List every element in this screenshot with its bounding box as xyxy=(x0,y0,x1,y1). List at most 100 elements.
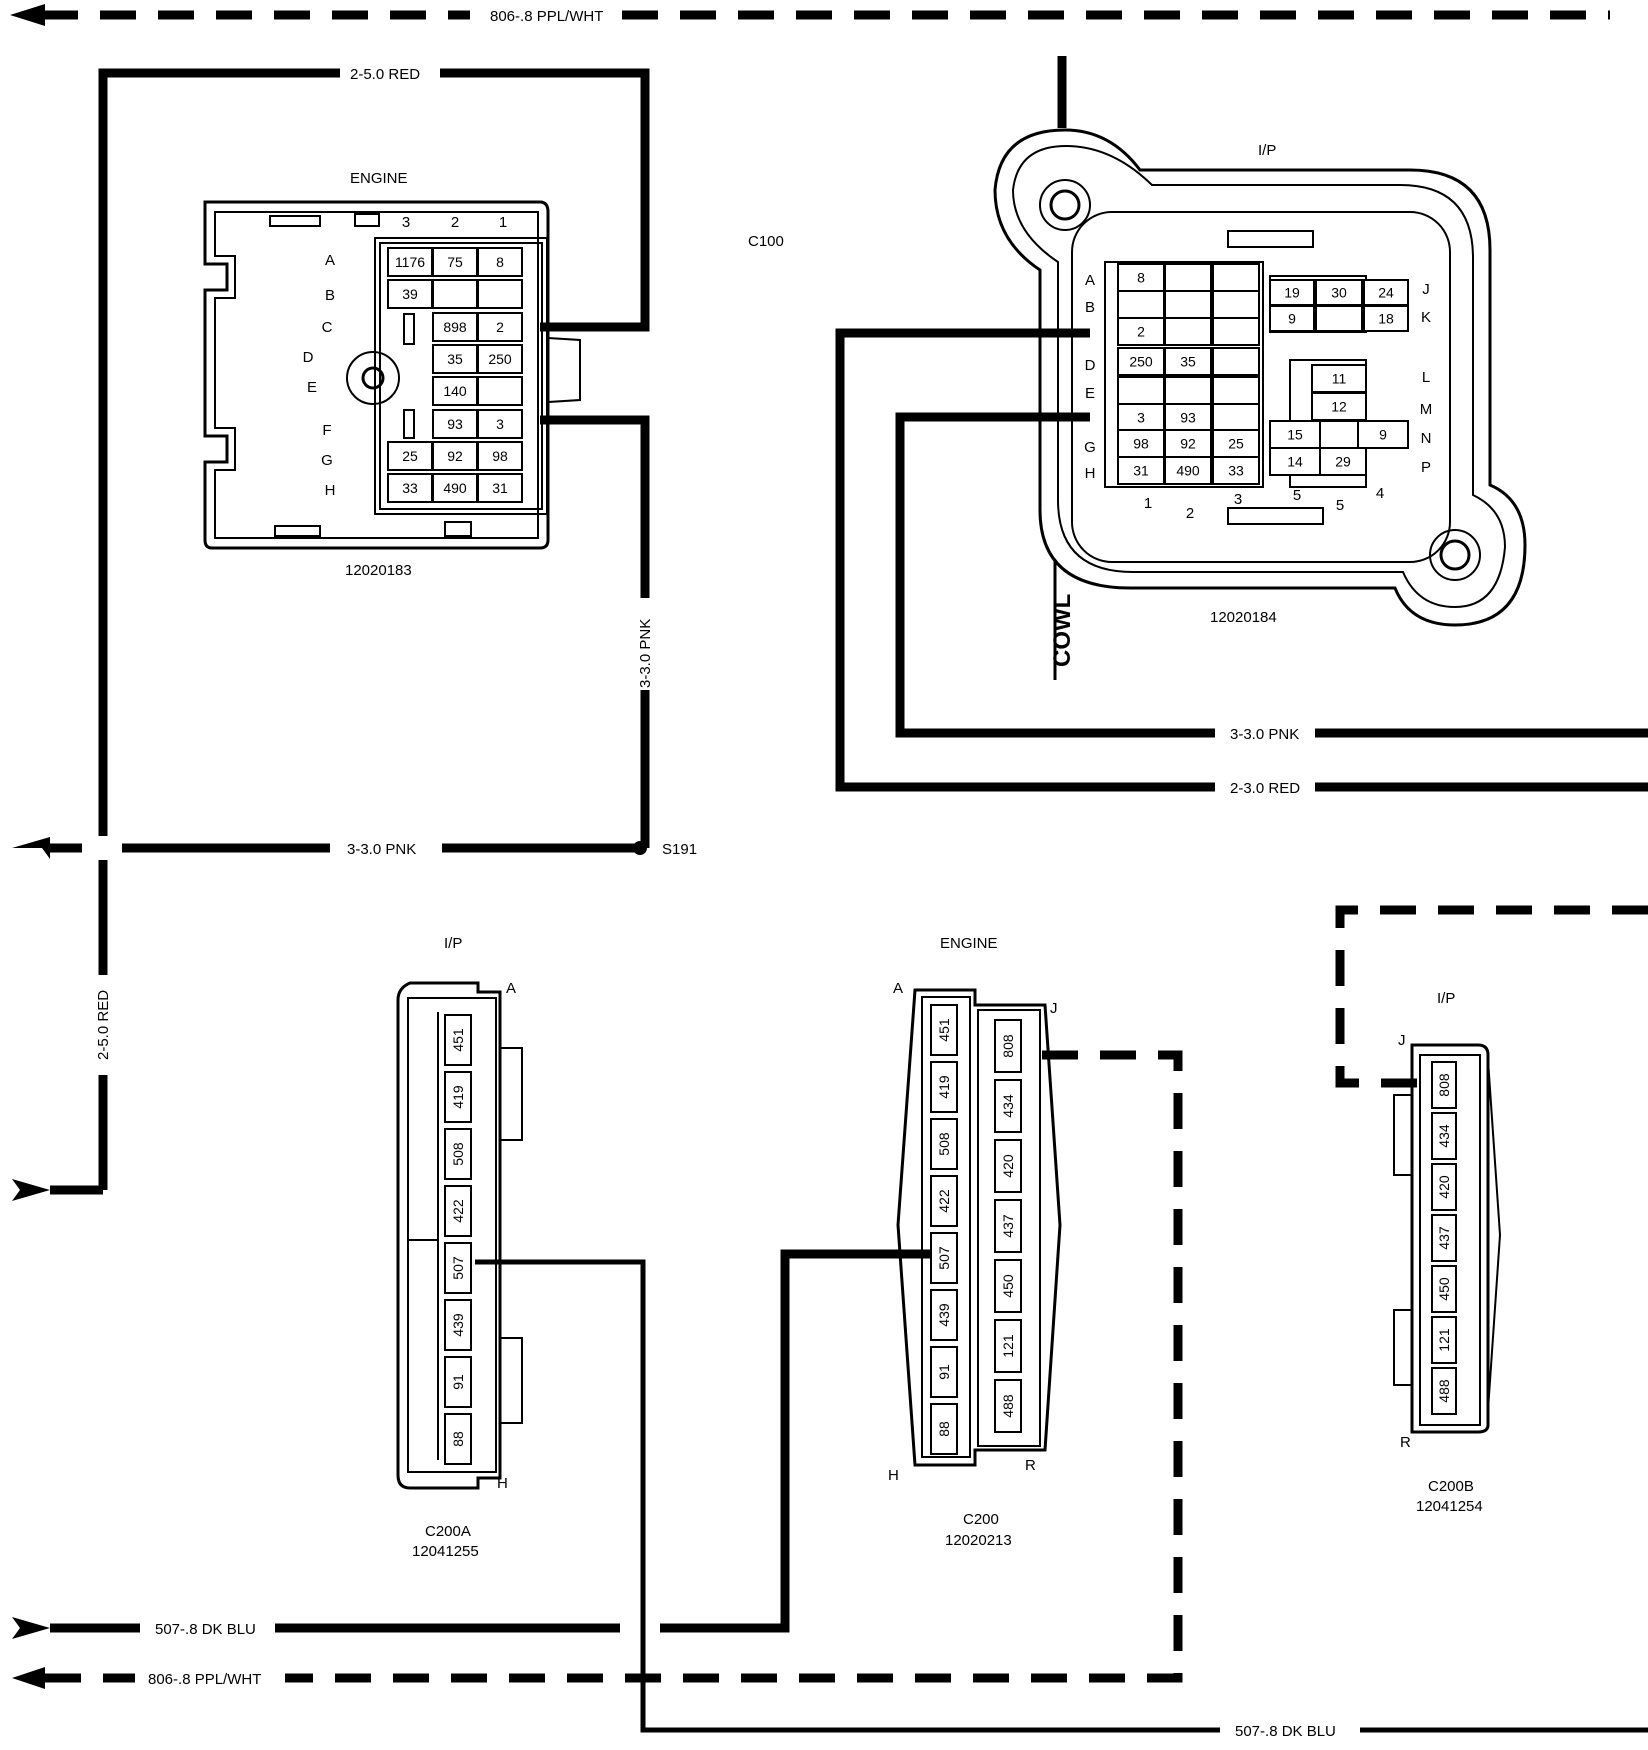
cavity-number: 91 xyxy=(936,1364,952,1380)
c100ip-cavity-box xyxy=(1212,263,1260,292)
cavity-box xyxy=(444,1128,472,1180)
cavity-box xyxy=(1431,1265,1457,1313)
c100ip-row-label: H xyxy=(1085,465,1096,482)
wire-3-pnk-c100-ip: 3-3.0 PNK xyxy=(895,412,1648,745)
c100ip-cavity: 490 xyxy=(1176,463,1200,479)
cavity-box xyxy=(994,1139,1022,1193)
c100e-row-label: D xyxy=(303,349,314,366)
c200-part-number: 12020213 xyxy=(945,1532,1012,1549)
c200-pin-a: A xyxy=(893,980,903,997)
c200a-pin-h: H xyxy=(497,1475,508,1492)
c100e-row-label: H xyxy=(325,482,336,499)
c100ip-cavity: 9 xyxy=(1379,427,1387,443)
c100e-cavity-box xyxy=(387,441,433,471)
c100ip-cavity: 3 xyxy=(1137,410,1145,426)
c100ip-cavity: 29 xyxy=(1335,454,1351,470)
cowl-label: COWL xyxy=(1049,594,1076,667)
cavity-box xyxy=(444,1413,472,1465)
c100e-cavity-box xyxy=(477,344,523,374)
cavity-number: 88 xyxy=(936,1421,952,1437)
c100e-cavity: 98 xyxy=(492,448,508,464)
cavity-box xyxy=(1431,1316,1457,1364)
wire-806-c200b xyxy=(1335,905,1648,1088)
cavity-number: 507 xyxy=(450,1256,466,1280)
c200a-pin-a: A xyxy=(506,980,516,997)
c100ip-cavity-box xyxy=(1269,420,1321,449)
wire-2-red-c100-ip: 2-3.0 RED xyxy=(835,328,1648,799)
c100ip-cavity-box xyxy=(1319,420,1359,449)
cavity-number: 422 xyxy=(450,1199,466,1223)
c100ip-cavity-box xyxy=(1212,290,1260,319)
c100e-cavity: 39 xyxy=(402,286,418,302)
wire-label-pnk-s191: 3-3.0 PNK xyxy=(347,841,416,858)
cavity-box xyxy=(994,1019,1022,1073)
c100ip-cavity-box xyxy=(1315,305,1363,332)
wire-label-806-bottom: 806-.8 PPL/WHT xyxy=(148,1671,261,1688)
c100e-col-label: 1 xyxy=(499,214,507,231)
c100ip-row-label: P xyxy=(1421,459,1431,476)
wire-507-dkblu-bottom: 507-.8 DK BLU xyxy=(475,1259,1648,1742)
c100ip-cavity: 18 xyxy=(1378,311,1394,327)
c100ip-cavity: 31 xyxy=(1133,463,1149,479)
wire-3-pnk-c100-engine: 3-3.0 PNK xyxy=(540,415,658,848)
c100ip-row-label: B xyxy=(1085,299,1095,316)
c100ip-cavity-box xyxy=(1212,317,1260,346)
c100e-cavity-box xyxy=(432,312,478,342)
cavity-number: 450 xyxy=(1436,1277,1452,1301)
c100ip-row-label: J xyxy=(1422,281,1430,298)
c100ip-row-label: E xyxy=(1085,385,1095,402)
splice-s191-label: S191 xyxy=(662,841,697,858)
cavity-box xyxy=(994,1379,1022,1433)
c200-connector: ENGINE A J 45141950842250743991888084344… xyxy=(888,935,1062,1549)
wire-label-red-top: 2-5.0 RED xyxy=(350,66,420,83)
c100e-cavity-box xyxy=(432,409,478,439)
c100ip-cavity-box xyxy=(1117,456,1165,485)
c100e-col-label: 3 xyxy=(402,214,410,231)
c100e-cavity-box xyxy=(387,279,433,309)
c200a-side-label: I/P xyxy=(444,935,462,952)
c100ip-cavity-box xyxy=(1212,347,1260,376)
c100e-cavity: 490 xyxy=(443,480,467,496)
c100ip-cavity-box xyxy=(1319,447,1367,476)
c100ip-cavity: 92 xyxy=(1180,436,1196,452)
cavity-number: 121 xyxy=(1000,1334,1016,1358)
wire-label-red-left: 2-5.0 RED xyxy=(95,990,112,1060)
cavity-box xyxy=(444,1299,472,1351)
cavity-number: 488 xyxy=(1436,1379,1452,1403)
c100ip-cavity: 24 xyxy=(1378,285,1394,301)
cavity-box xyxy=(444,1242,472,1294)
cavity-number: 508 xyxy=(450,1142,466,1166)
c100ip-cavity: 93 xyxy=(1180,410,1196,426)
cavity-number: 420 xyxy=(1436,1175,1452,1199)
c100e-cavity: 93 xyxy=(447,416,463,432)
cavity-number: 422 xyxy=(936,1189,952,1213)
cavity-box xyxy=(1431,1061,1457,1109)
c100e-cavity: 92 xyxy=(447,448,463,464)
cavity-number: 451 xyxy=(936,1018,952,1042)
cavity-box xyxy=(994,1199,1022,1253)
c100e-cavity: 8 xyxy=(496,254,504,270)
c200b-connector-id: C200B xyxy=(1428,1478,1474,1495)
c100ip-cavity-box xyxy=(1311,364,1367,393)
splice-s191-dot xyxy=(633,841,647,855)
cavity-box xyxy=(444,1356,472,1408)
cavity-box xyxy=(444,1185,472,1237)
c200a-part-number: 12041255 xyxy=(412,1543,479,1560)
c100-engine-part-number: 12020183 xyxy=(345,562,412,579)
wire-806-top: 806-.8 PPL/WHT xyxy=(10,4,1610,26)
c100ip-cavity-box xyxy=(1164,456,1212,485)
c100ip-cavity-box xyxy=(1212,456,1260,485)
cavity-number: 488 xyxy=(1000,1394,1016,1418)
wire-label-pnk-right: 3-3.0 PNK xyxy=(1230,726,1299,743)
c100e-cavity-box xyxy=(432,441,478,471)
c100e-cavity: 140 xyxy=(443,383,467,399)
c100e-cavity: 1176 xyxy=(395,254,425,270)
cavity-box xyxy=(930,1061,958,1113)
cavity-box xyxy=(1431,1163,1457,1211)
c100ip-bottom-number: 1 xyxy=(1144,495,1152,512)
cavity-number: 508 xyxy=(936,1132,952,1156)
